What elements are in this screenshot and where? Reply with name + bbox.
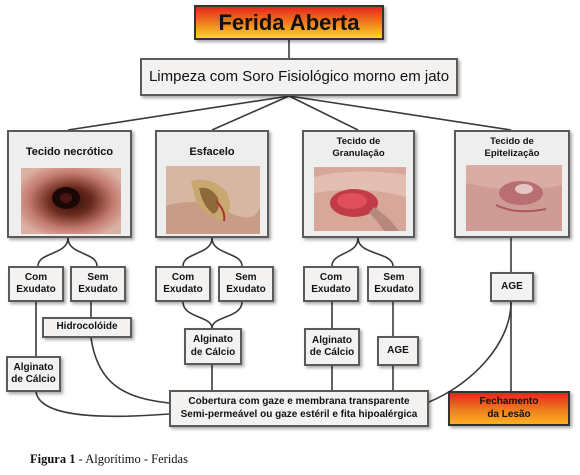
panel-tecido-granulacao: Tecido de Granulação [302, 130, 415, 238]
caption-text: - Algorítimo - Feridas [75, 452, 188, 466]
age-epitelizacao: AGE [490, 272, 534, 302]
alginato-necrotico: Alginato de Cálcio [6, 356, 61, 392]
sem-exudato-esfacelo: Sem Exudato [218, 266, 274, 302]
cobertura-text: Cobertura com gaze e membrana transparen… [180, 396, 418, 420]
necrotic-wound-photo [21, 168, 121, 234]
title-text: Ferida Aberta [218, 9, 360, 35]
com-exudato-esfacelo-label: Com Exudato [163, 271, 203, 296]
alginato-necrotico-label: Alginato de Cálcio [11, 361, 56, 386]
slough-wound-photo [166, 166, 260, 234]
fechamento-box: Fechamento da Lesão [448, 391, 570, 426]
title-box: Ferida Aberta [194, 5, 384, 40]
com-exudato-necrotico: Com Exudato [8, 266, 64, 302]
epithelialization-wound-photo [466, 165, 562, 231]
cobertura-box: Cobertura com gaze e membrana transparen… [169, 390, 429, 427]
caption-label: Figura 1 [30, 452, 76, 466]
alginato-esfacelo: Alginato de Cálcio [184, 328, 242, 365]
hidrocoloide-label: Hidrocolóide [56, 321, 118, 333]
panel-tecido-epitelizacao: Tecido de Epitelização [454, 130, 570, 238]
sem-exudato-granulacao-label: Sem Exudato [374, 271, 414, 296]
granulation-wound-photo [314, 167, 406, 231]
age-granulacao: AGE [377, 336, 419, 366]
sem-exudato-necrotico-label: Sem Exudato [78, 271, 118, 296]
limpeza-box: Limpeza com Soro Fisiológico morno em ja… [140, 58, 458, 96]
age-granulacao-label: AGE [387, 344, 409, 356]
sem-exudato-esfacelo-label: Sem Exudato [226, 271, 266, 296]
panel-title-necrotico: Tecido necrótico [25, 146, 114, 158]
figure-caption: Figura 1 - Algorítimo - Feridas [30, 452, 188, 467]
panel-title-granulacao: Tecido de Granulação [332, 136, 385, 159]
alginato-granulacao: Alginato de Cálcio [304, 328, 360, 366]
com-exudato-esfacelo: Com Exudato [155, 266, 211, 302]
com-exudato-granulacao-label: Com Exudato [311, 271, 351, 296]
panel-title-esfacelo: Esfacelo [189, 146, 235, 158]
limpeza-text: Limpeza com Soro Fisiológico morno em ja… [148, 67, 450, 85]
sem-exudato-necrotico: Sem Exudato [70, 266, 126, 302]
panel-title-epitelizacao: Tecido de Epitelização [484, 136, 540, 159]
com-exudato-granulacao: Com Exudato [303, 266, 359, 302]
alginato-esfacelo-label: Alginato de Cálcio [190, 334, 236, 358]
fechamento-text: Fechamento da Lesão [479, 396, 539, 420]
com-exudato-necrotico-label: Com Exudato [16, 271, 56, 296]
panel-esfacelo: Esfacelo [155, 130, 269, 238]
age-epitelizacao-label: AGE [501, 280, 523, 292]
panel-tecido-necrotico: Tecido necrótico [7, 130, 132, 238]
alginato-granulacao-label: Alginato de Cálcio [309, 334, 355, 359]
sem-exudato-granulacao: Sem Exudato [367, 266, 421, 302]
hidrocoloide-box: Hidrocolóide [42, 317, 132, 338]
